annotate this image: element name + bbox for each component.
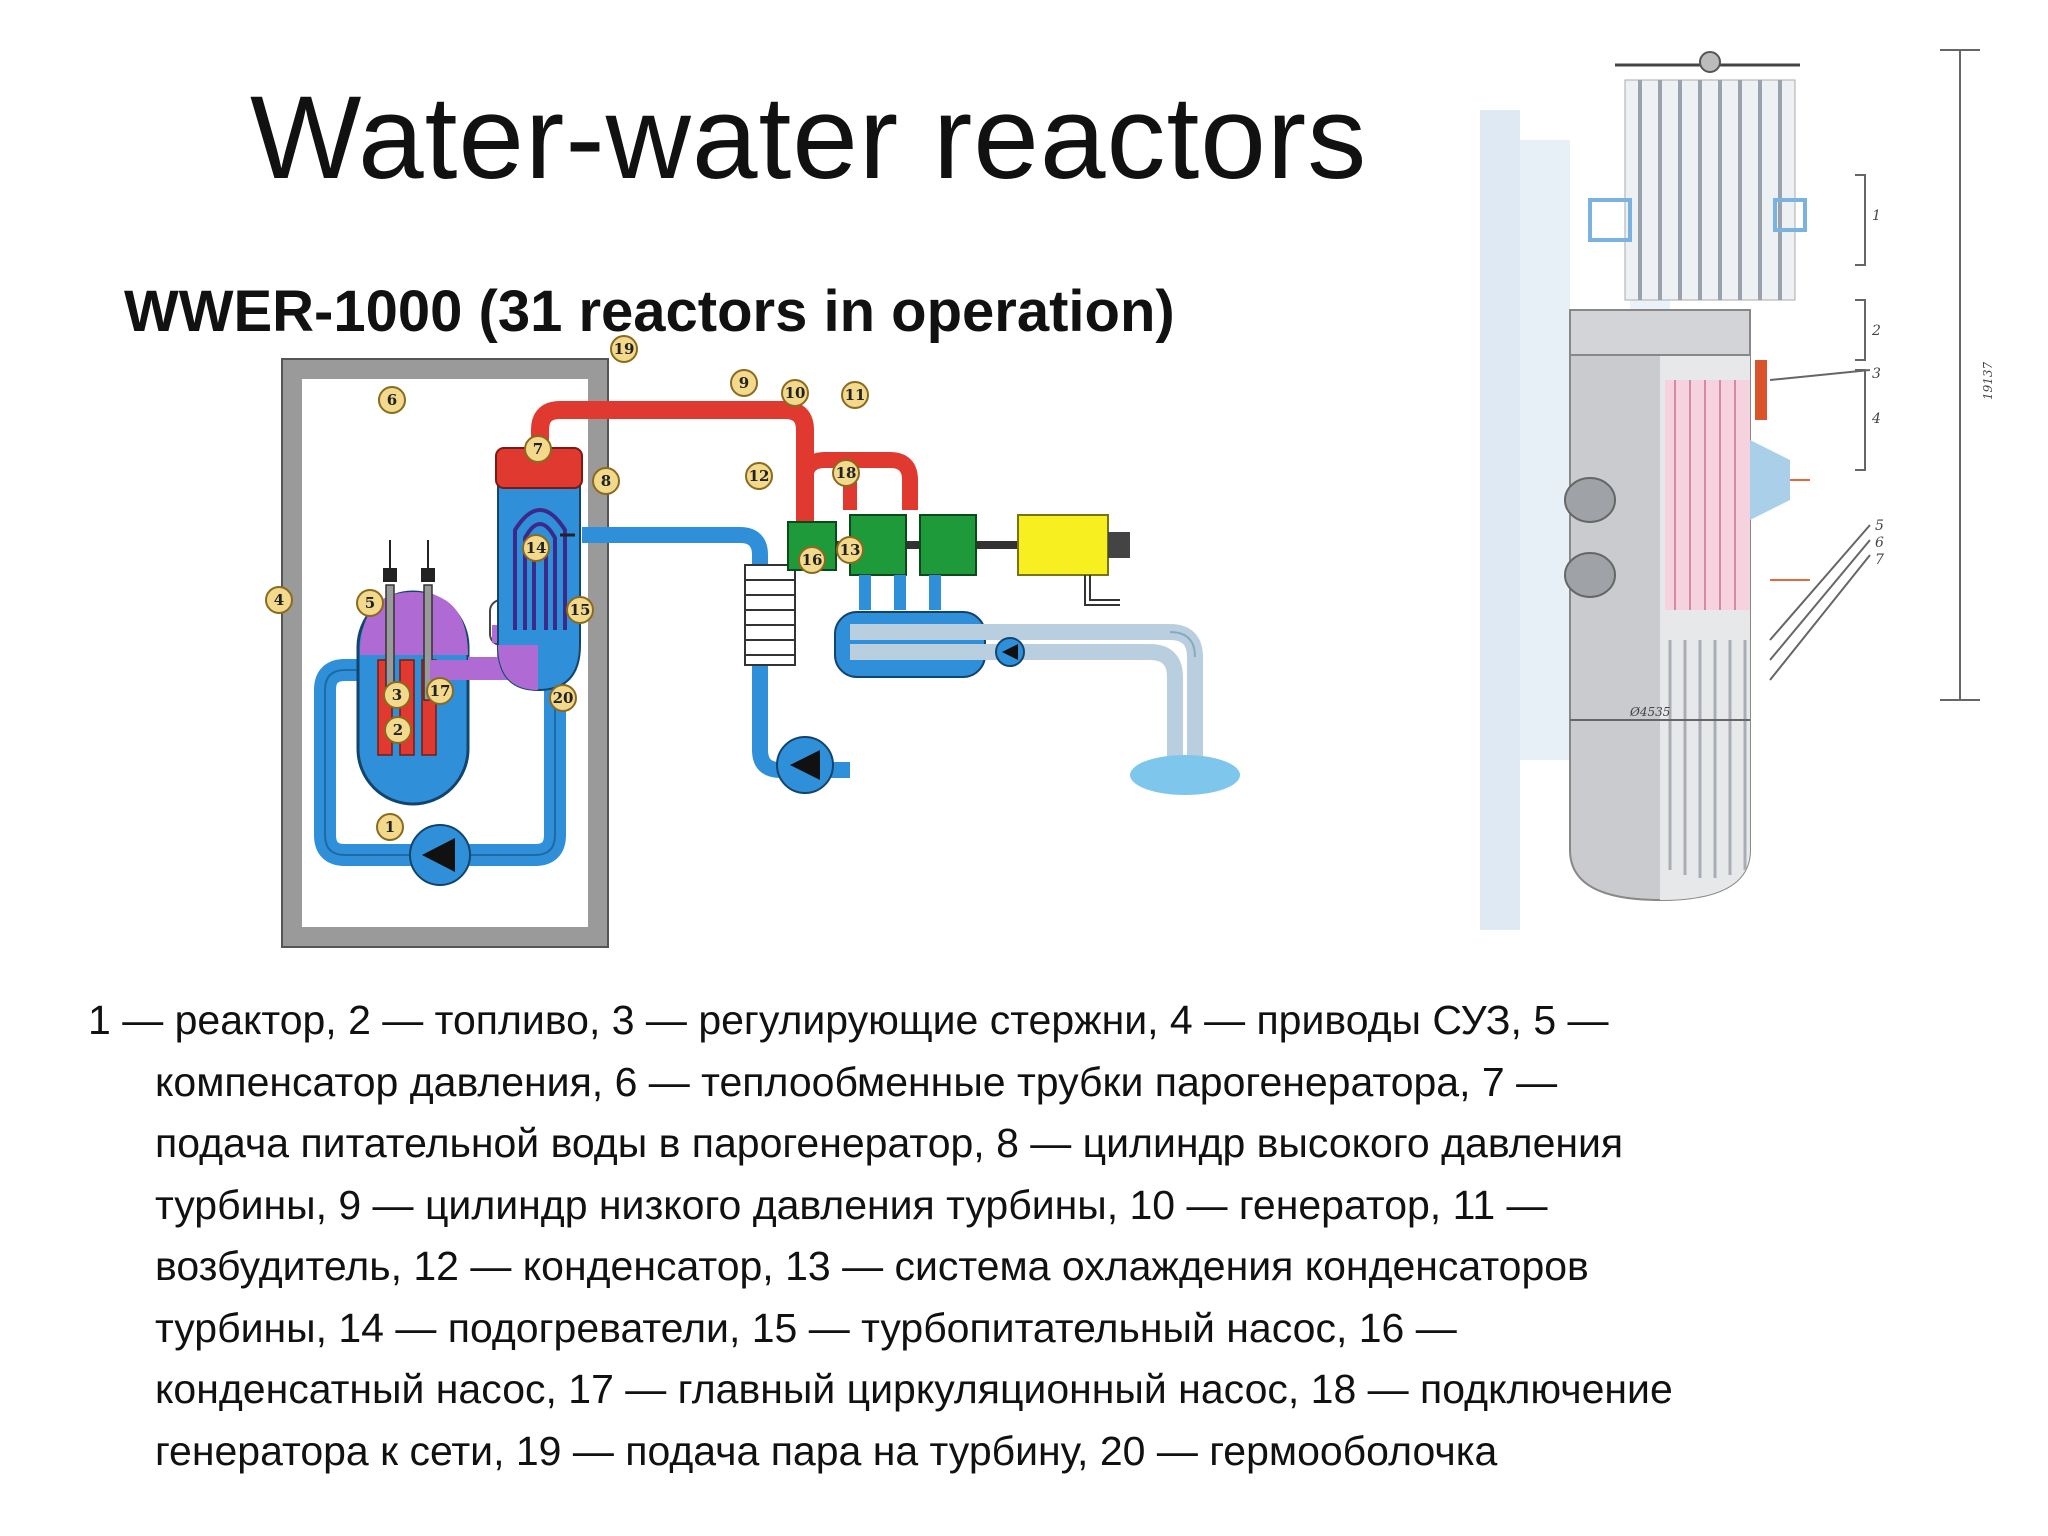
svg-text:6: 6: [387, 391, 397, 409]
callout-13: 13: [836, 536, 864, 564]
svg-text:14: 14: [526, 539, 547, 557]
svg-text:1: 1: [385, 818, 395, 836]
feedwater-heater: [744, 564, 796, 666]
callout-1: 1: [376, 813, 404, 841]
section-label-4: 4: [1871, 411, 1881, 427]
svg-text:9: 9: [739, 374, 749, 392]
callout-11: 11: [841, 381, 869, 409]
steam-generator: [430, 432, 583, 692]
legend: 1 — реактор, 2 — топливо, 3 — регулирующ…: [88, 990, 1988, 1482]
svg-text:4: 4: [274, 591, 284, 609]
legend-line: 1 — реактор, 2 — топливо, 3 — регулирующ…: [88, 997, 1609, 1043]
main-steam-line: [531, 401, 814, 530]
callout-3: 3: [383, 681, 411, 709]
callout-19: 19: [610, 335, 638, 363]
svg-text:19: 19: [614, 340, 635, 358]
callout-14: 14: [522, 534, 550, 562]
legend-line: компенсатор давления, 6 — теплообменные …: [155, 1058, 1558, 1105]
callout-12: 12: [745, 462, 773, 490]
callout-7: 7: [524, 435, 552, 463]
section-label-1: 1: [1872, 208, 1881, 224]
height-dimension: 19137: [1981, 361, 1995, 400]
cooling-water-source: [1130, 755, 1240, 795]
callout-4: 4: [265, 586, 293, 614]
legend-line: генератора к сети, 19 — подача пара на т…: [155, 1427, 1498, 1474]
section-label-5: 5: [1875, 518, 1884, 534]
slide-title: Water-water reactors: [250, 72, 1368, 204]
callout-5: 5: [356, 589, 384, 617]
svg-text:3: 3: [392, 686, 402, 704]
slide-subtitle: WWER-1000 (31 reactors in operation): [124, 279, 1175, 344]
condensate-pump: [995, 637, 1025, 667]
exciter: [1108, 532, 1130, 558]
callout-10: 10: [781, 379, 809, 407]
svg-text:5: 5: [365, 594, 375, 612]
svg-text:7: 7: [533, 440, 543, 458]
callout-18: 18: [832, 459, 860, 487]
svg-text:11: 11: [845, 386, 866, 404]
plant-schematic-diagram: 1 2 3 4 5 6 7 8 9 10 11 12 13 14 15 16 1…: [265, 335, 1240, 948]
diameter-dimension: Ø4535: [1629, 705, 1670, 719]
callout-8: 8: [592, 467, 620, 495]
section-label-3: 3: [1872, 366, 1881, 382]
reactor-vessel: [356, 540, 470, 806]
callout-9: 9: [730, 369, 758, 397]
callout-6: 6: [378, 386, 406, 414]
callout-17: 17: [426, 677, 454, 705]
svg-text:8: 8: [601, 472, 611, 490]
svg-text:13: 13: [840, 541, 861, 559]
callout-20: 20: [549, 684, 577, 712]
legend-line: турбины, 9 — цилиндр низкого давления ту…: [155, 1181, 1548, 1228]
legend-line: подача питательной воды в парогенератор,…: [155, 1120, 1624, 1166]
generator: [1017, 514, 1109, 576]
main-circulation-pump: [409, 824, 471, 886]
svg-text:15: 15: [570, 601, 591, 619]
svg-text:2: 2: [393, 721, 403, 739]
legend-line: конденсатный насос, 17 — главный циркуля…: [155, 1366, 1673, 1412]
feed-pump: [776, 736, 834, 794]
section-label-2: 2: [1871, 323, 1881, 339]
reactor-vessel-drawing: 1 2 3 4 5 6 7 19137 Ø4535: [1480, 49, 1995, 930]
section-label-7: 7: [1875, 552, 1884, 568]
svg-text:17: 17: [430, 682, 451, 700]
svg-text:20: 20: [553, 689, 574, 707]
legend-line: возбудитель, 12 — конденсатор, 13 — сист…: [155, 1243, 1589, 1289]
callout-16: 16: [798, 546, 826, 574]
svg-text:10: 10: [785, 384, 806, 402]
callout-15: 15: [566, 596, 594, 624]
svg-text:18: 18: [836, 464, 857, 482]
legend-line: турбины, 14 — подогреватели, 15 — турбоп…: [155, 1304, 1457, 1351]
svg-text:12: 12: [749, 467, 770, 485]
callout-2: 2: [384, 716, 412, 744]
section-label-6: 6: [1875, 535, 1884, 551]
svg-text:16: 16: [802, 551, 823, 569]
